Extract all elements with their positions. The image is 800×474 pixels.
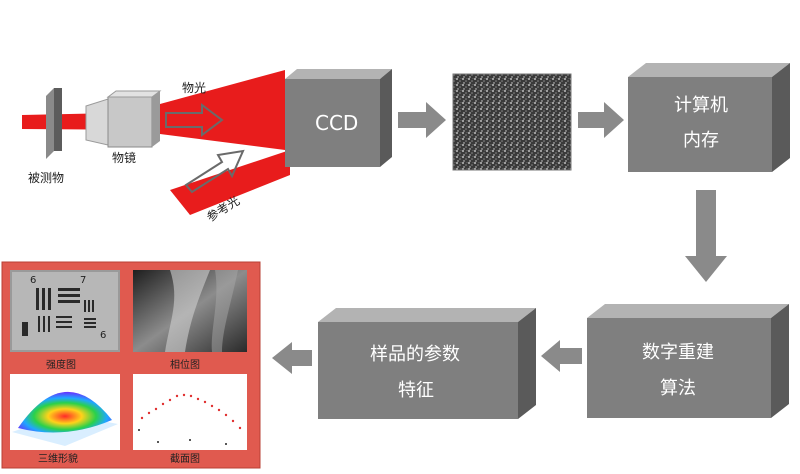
reference-light-arrow: [184, 149, 245, 194]
parameters-label-line1: 样品的参数: [370, 344, 460, 365]
reference-beam: [170, 150, 290, 215]
hologram-image: [452, 73, 572, 171]
arrow-parameters-to-results: [272, 342, 312, 374]
objective-label: 物镜: [112, 150, 136, 165]
intensity-image: [10, 270, 120, 352]
memory-label-line1: 计算机: [674, 95, 728, 116]
arrow-reconstruction-to-parameters: [541, 340, 582, 372]
target-digit-6: 6: [30, 275, 36, 286]
phase-label: 相位图: [170, 358, 200, 371]
3d-profile-image: [10, 374, 120, 450]
intensity-label: 强度图: [46, 358, 76, 371]
parameters-box: [318, 308, 536, 419]
ccd-label: CCD: [315, 111, 358, 135]
3d-profile-label: 三维形貌: [38, 452, 78, 465]
specimen: [46, 88, 62, 159]
object-light-label: 物光: [182, 81, 206, 95]
target-digit-6b: 6: [100, 330, 106, 341]
section-image: [133, 374, 247, 450]
results-panel: 6 7 6 强度图 相位图 三维形貌: [1, 261, 261, 469]
reconstruction-label-line2: 算法: [660, 378, 696, 399]
reconstruction-box: [587, 304, 789, 418]
memory-box: [628, 63, 790, 172]
memory-label-line2: 内存: [683, 130, 719, 151]
arrow-ccd-to-hologram: [398, 102, 446, 138]
specimen-label: 被测物: [28, 171, 64, 185]
section-label: 截面图: [170, 452, 200, 465]
objective-lens: [85, 90, 162, 148]
reconstruction-label-line1: 数字重建: [642, 342, 714, 363]
ccd-box: [285, 69, 392, 167]
arrow-memory-to-reconstruction: [685, 190, 727, 282]
arrow-hologram-to-memory: [578, 102, 624, 138]
object-light-arrow: [165, 103, 224, 137]
parameters-label-line2: 特征: [398, 380, 434, 401]
object-beam: [160, 70, 285, 150]
phase-image: [133, 270, 247, 352]
target-digit-7: 7: [80, 275, 86, 286]
